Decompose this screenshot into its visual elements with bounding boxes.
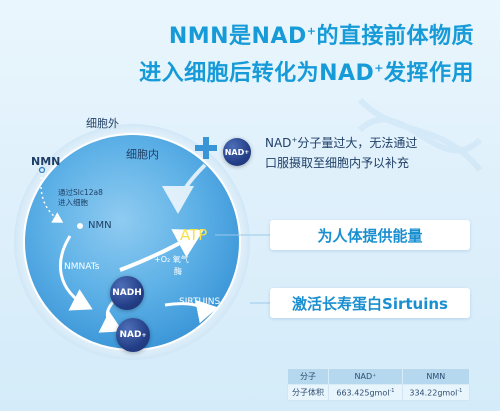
nmn-entry-arrow bbox=[40, 171, 64, 223]
nad-blocked-arrow bbox=[162, 163, 207, 214]
banner-energy: 为人体提供能量 bbox=[270, 220, 470, 250]
table-cell: 分子体积 bbox=[286, 384, 330, 401]
label-atp: ATP bbox=[180, 226, 208, 244]
nmnat-arrow bbox=[58, 235, 93, 311]
label-sirtuins: SIRTUINS bbox=[179, 297, 221, 307]
nad-molecule-outside: NAD+ bbox=[223, 138, 251, 166]
table-header-cell: NAD⁺ bbox=[328, 368, 403, 385]
title-line-1: NMN是NAD+的直接前体物质 bbox=[168, 24, 474, 49]
label-nmn-inside: NMN bbox=[88, 220, 112, 231]
banner-sirtuins: 激活长寿蛋白Sirtuins bbox=[270, 288, 470, 318]
table-cell: 663.425gmol-1 bbox=[328, 384, 403, 401]
label-nmnats: NMNATs bbox=[64, 262, 100, 272]
nad-molecule-inside: NAD+ bbox=[116, 318, 150, 352]
label-oxygen: +O₂ 氧气 酶 bbox=[154, 255, 189, 276]
table-row: 分子体积 663.425gmol-1 334.22gmol-1 bbox=[286, 384, 471, 401]
label-transport: 通过Slc12a8 进入细胞 bbox=[58, 188, 103, 207]
molecule-size-table: 分子 NAD⁺ NMN 分子体积 663.425gmol-1 334.22gmo… bbox=[286, 368, 471, 401]
label-nmn-outside: NMN bbox=[31, 155, 61, 168]
table-header-row: 分子 NAD⁺ NMN bbox=[286, 368, 471, 385]
plus-icon bbox=[195, 137, 217, 159]
table-header-cell: 分子 bbox=[286, 368, 330, 385]
sirtuins-arrow bbox=[164, 299, 218, 324]
label-outside: 细胞外 bbox=[86, 117, 119, 130]
label-inside: 细胞内 bbox=[126, 148, 159, 161]
table-cell: 334.22gmol-1 bbox=[401, 384, 471, 401]
nad-info-text: NAD+分子量过大，无法通过 口服摄取至细胞内予以补充 bbox=[265, 136, 418, 170]
title-line-2: 进入细胞后转化为NAD+发挥作用 bbox=[139, 61, 474, 86]
dna-decoration bbox=[357, 97, 483, 172]
nadh-molecule: NADH bbox=[110, 276, 144, 310]
table-header-cell: NMN bbox=[401, 368, 471, 385]
atp-arrow bbox=[119, 229, 204, 272]
